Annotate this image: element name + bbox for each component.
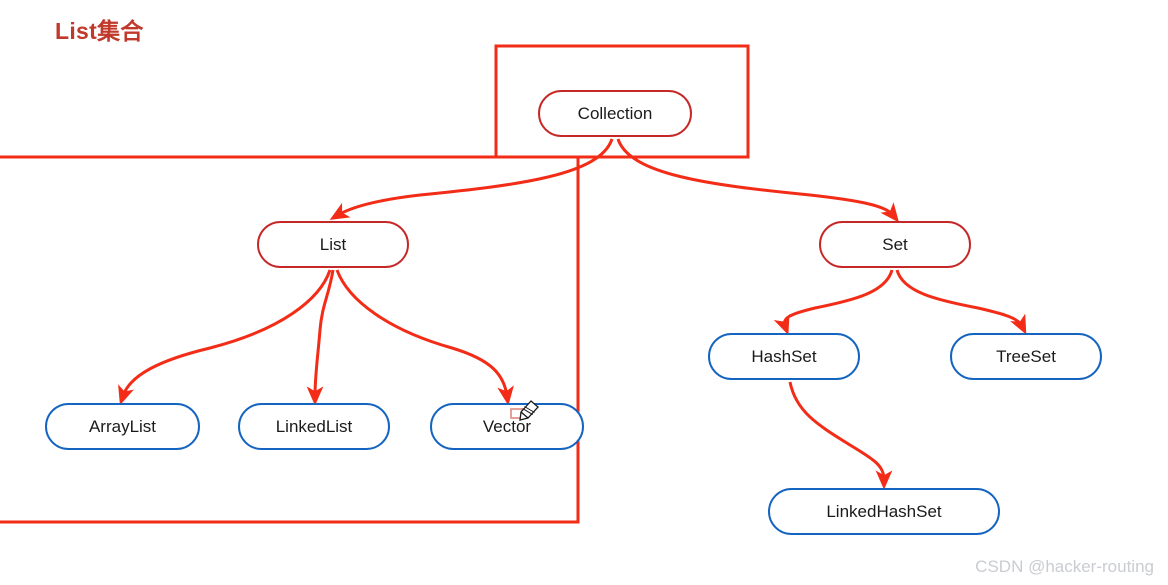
node-list[interactable]: List: [257, 221, 409, 268]
node-vector-label: Vector: [482, 416, 532, 436]
page-title: List集合: [55, 18, 144, 44]
edge-list-vector: [335, 269, 514, 406]
node-list-label: List: [319, 234, 347, 254]
node-linkedlist[interactable]: LinkedList: [238, 403, 390, 450]
edge-hashset-linkedhashset: [788, 381, 893, 490]
node-hashset[interactable]: HashSet: [708, 333, 860, 380]
edge-set-treeset: [895, 269, 1027, 335]
edge-set-hashset: [773, 269, 894, 335]
edge-list-arraylist: [118, 269, 332, 406]
edge-list-linkedlist: [306, 269, 335, 406]
node-collection[interactable]: Collection: [538, 90, 692, 137]
node-treeset[interactable]: TreeSet: [950, 333, 1102, 380]
watermark: CSDN @hacker-routing: [975, 557, 1154, 576]
annotation-rect-bottom: [0, 155, 580, 524]
node-treeset-label: TreeSet: [996, 346, 1056, 366]
annotation-rect-top: [494, 44, 750, 159]
edge-collection-set: [616, 138, 900, 223]
node-vector[interactable]: Vector: [430, 403, 584, 450]
node-linkedhashset[interactable]: LinkedHashSet: [768, 488, 1000, 535]
edge-collection-list: [329, 138, 614, 220]
node-set-label: Set: [882, 234, 908, 254]
node-linkedlist-label: LinkedList: [275, 416, 353, 436]
node-arraylist[interactable]: ArrayList: [45, 403, 200, 450]
node-arraylist-label: ArrayList: [88, 416, 157, 436]
node-set[interactable]: Set: [819, 221, 971, 268]
node-hashset-label: HashSet: [751, 346, 817, 366]
node-linkedhashset-label: LinkedHashSet: [826, 501, 942, 521]
node-collection-label: Collection: [577, 103, 653, 123]
